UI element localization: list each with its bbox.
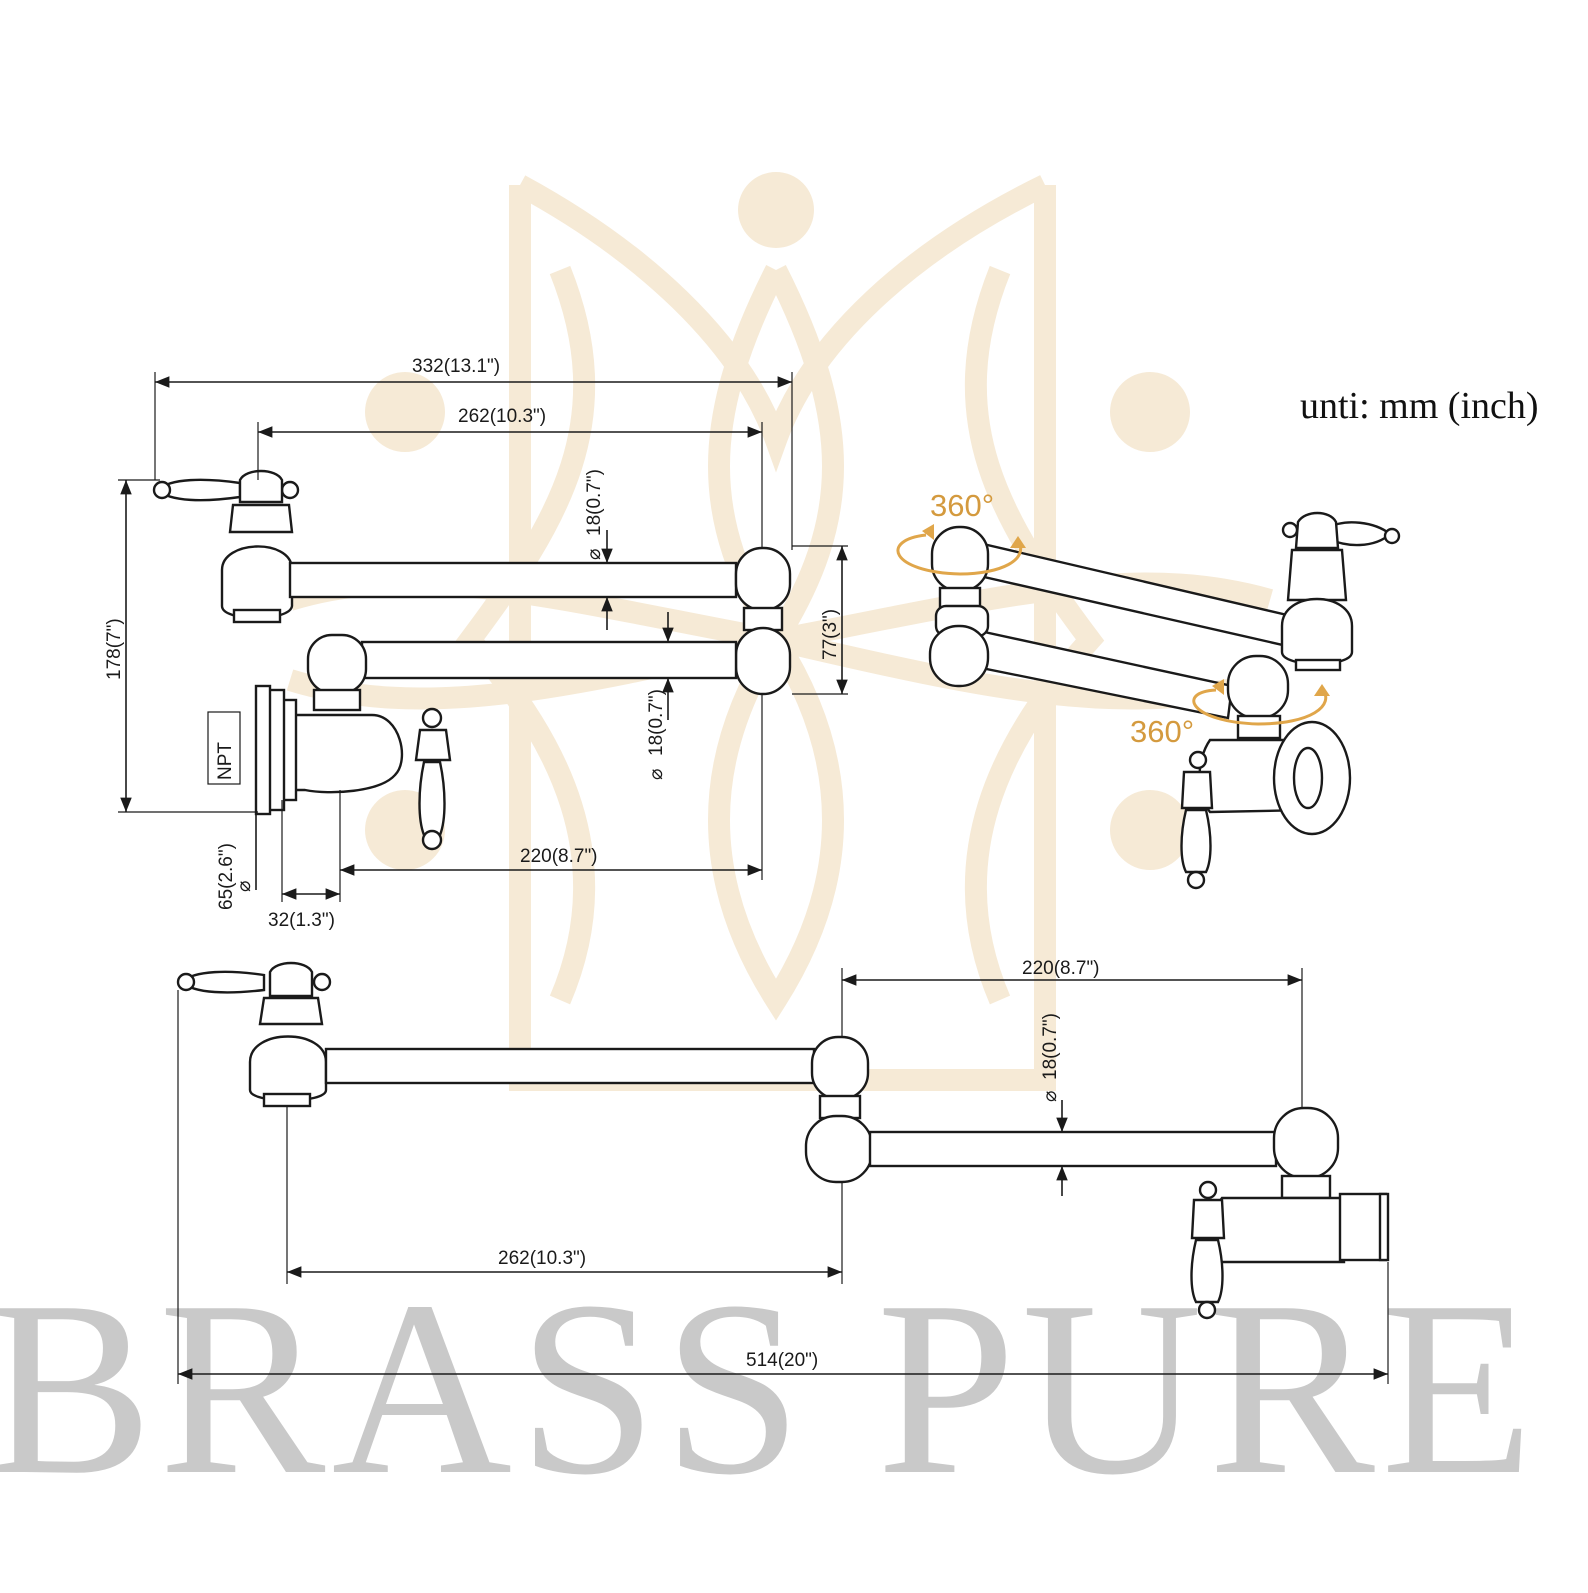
extended-lower-tube	[868, 1130, 1278, 1168]
dim-label-220-top: 220(8.7")	[520, 846, 598, 867]
dim-label-220-bottom: 220(8.7")	[1022, 958, 1100, 979]
dim-label-extended-tube-dia: 18(0.7")	[1040, 1013, 1061, 1080]
upper-swing-tube	[288, 561, 738, 599]
upper-valve-handle-drawing	[152, 469, 300, 624]
dim-label-332: 332(13.1")	[412, 356, 500, 377]
dim-label-178: 178(7")	[104, 618, 125, 680]
dim-symbol-lower-tube-dia: ⌀	[646, 769, 667, 780]
dim-label-77: 77(3")	[820, 609, 841, 660]
extended-right-valve	[1190, 1106, 1390, 1320]
rotation-label-top: 360°	[930, 488, 994, 523]
npt-label: NPT	[215, 742, 236, 780]
units-note: unti: mm (inch)	[1300, 385, 1539, 427]
wall-valve-body-drawing	[254, 633, 452, 851]
dim-label-32: 32(1.3")	[268, 910, 335, 931]
dim-label-upper-tube-dia: 18(0.7")	[584, 469, 605, 536]
rotation-arrow-bottom-icon	[1192, 679, 1330, 726]
extended-left-handle	[176, 961, 332, 1108]
dim-label-514: 514(20")	[746, 1350, 818, 1371]
dim-symbol-65: ⌀	[234, 881, 255, 892]
rotation-arrow-top-icon	[896, 524, 1026, 576]
npt-label-box	[207, 711, 241, 785]
extended-upper-tube	[324, 1047, 816, 1085]
dim-label-lower-tube-dia: 18(0.7")	[646, 689, 667, 756]
dim-label-262-top: 262(10.3")	[458, 406, 546, 427]
folded-side-view: NPT 332(13.1") 262(10.3") 178(7") 77(3")…	[104, 356, 848, 931]
dim-symbol-extended-tube-dia: ⌀	[1040, 1091, 1061, 1102]
rotation-label-bottom: 360°	[1130, 714, 1194, 749]
brand-watermark-text: BRASS PURE	[0, 1250, 1540, 1527]
dim-label-262-bottom: 262(10.3")	[498, 1248, 586, 1269]
dim-symbol-upper-tube-dia: ⌀	[584, 549, 605, 560]
lower-swing-tube	[360, 640, 738, 680]
perspective-lower-valve	[1180, 654, 1352, 890]
elbow-joint-drawing	[734, 546, 792, 696]
perspective-rotation-view: 360° 360°	[896, 488, 1401, 890]
extended-side-view: 220(8.7") ⌀ 18(0.7") 262(10.3") 514(20")	[176, 958, 1390, 1384]
perspective-upper-handle	[1280, 511, 1401, 672]
dim-label-65: 65(2.6")	[216, 843, 237, 910]
